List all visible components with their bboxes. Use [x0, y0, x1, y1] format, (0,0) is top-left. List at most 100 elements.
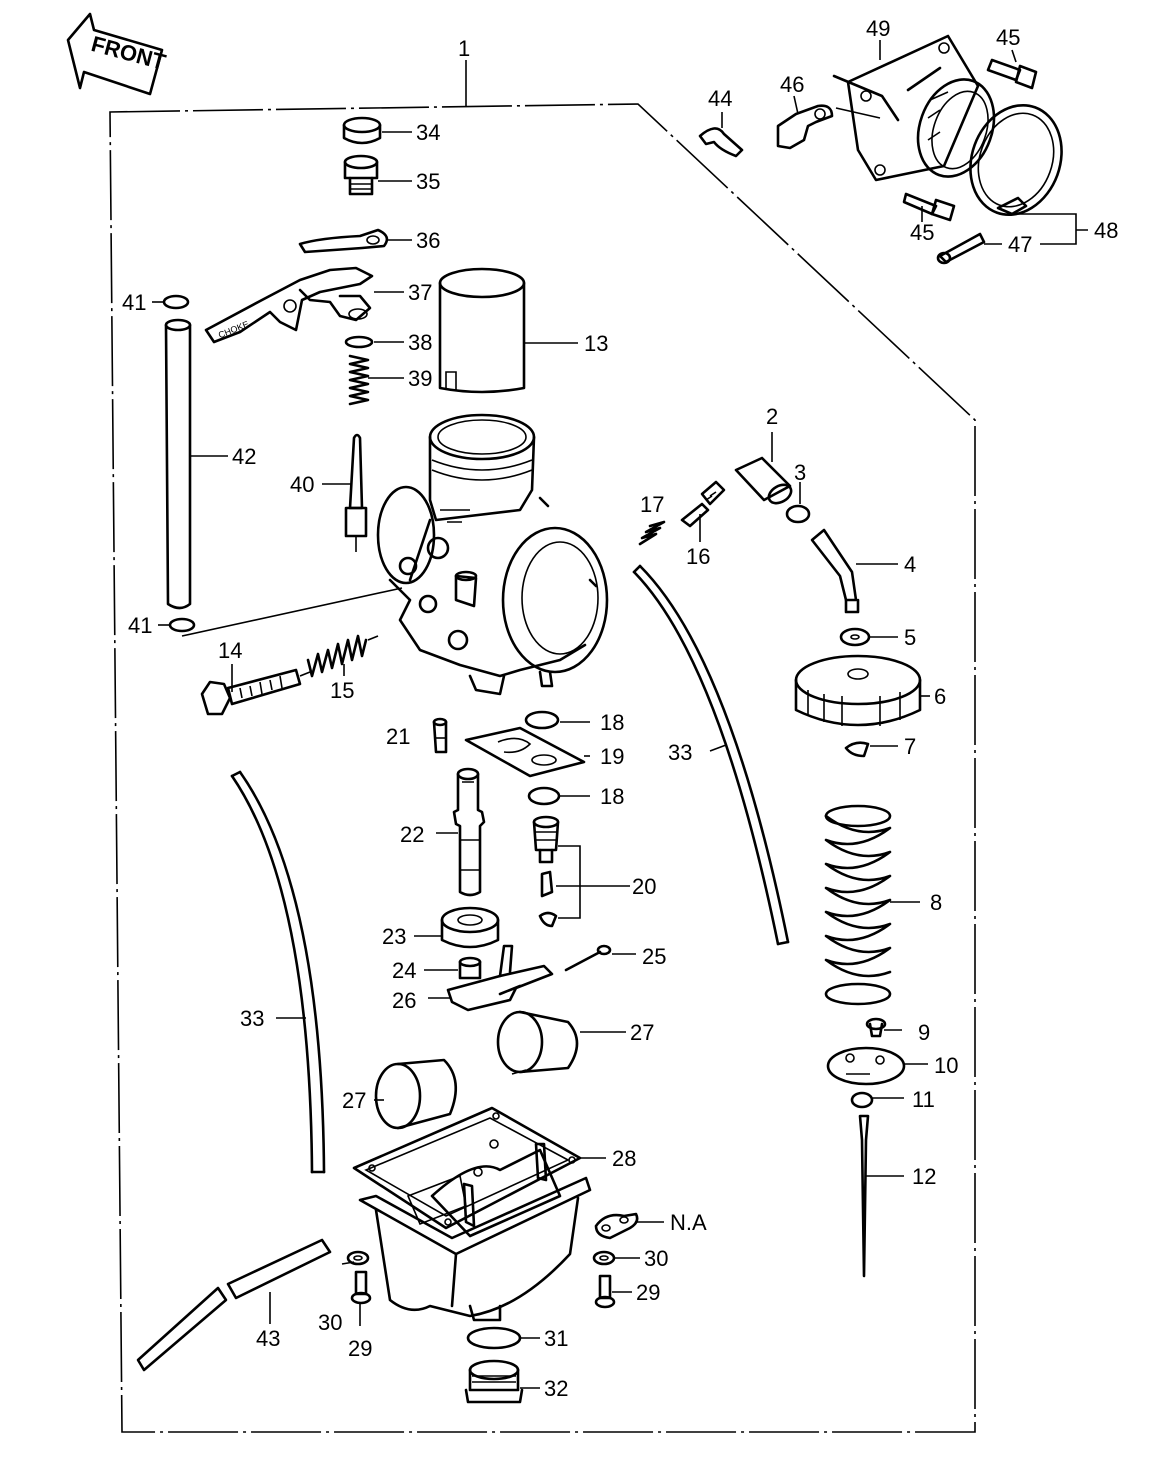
callout-44: 44: [708, 86, 732, 111]
callout-26: 26: [392, 988, 416, 1013]
part-11-nut: [850, 1091, 874, 1109]
assembly-number: 1: [458, 36, 470, 61]
assembly-outline: [109, 103, 976, 1433]
callout-24: 24: [392, 958, 416, 983]
part-29-screw-left: [350, 1270, 372, 1305]
callout-31: 31: [544, 1326, 568, 1351]
callout-39: 39: [408, 366, 432, 391]
callout-47: 47: [1008, 232, 1032, 257]
part-21-screw: [432, 717, 448, 754]
part-39-spring: [348, 354, 370, 406]
part-41-clip-top: [162, 294, 190, 310]
callout-38: 38: [408, 330, 432, 355]
callout-8: 8: [930, 890, 942, 915]
part-4-elbow: [810, 528, 860, 614]
callout-40: 40: [290, 472, 314, 497]
carburetor-body: [376, 413, 609, 696]
callout-35: 35: [416, 169, 440, 194]
callout-6: 6: [934, 684, 946, 709]
part-10-plate: [826, 1046, 906, 1086]
callout-na: N.A: [670, 1210, 707, 1235]
part-30-washer-left: [346, 1250, 370, 1266]
callout-15: 15: [330, 678, 354, 703]
callout-45-bottom: 45: [910, 220, 934, 245]
callout-3: 3: [794, 460, 806, 485]
part-7-clip: [844, 741, 870, 758]
part-26-float-arm: [446, 944, 554, 1012]
callout-42: 42: [232, 444, 256, 469]
callout-33-left: 33: [240, 1006, 264, 1031]
callout-48: 48: [1094, 218, 1118, 243]
part-25-pin: [564, 944, 612, 972]
callout-29-right: 29: [636, 1280, 660, 1305]
part-31-oring: [466, 1326, 522, 1350]
part-14-screw: [200, 668, 311, 716]
part-20-needle-valve: [532, 815, 560, 928]
part-32-drain-plug: [464, 1359, 524, 1404]
part-30-washer-right: [592, 1250, 616, 1266]
callout-37: 37: [408, 280, 432, 305]
part-5-washer: [839, 627, 871, 647]
callout-27-left: 27: [342, 1088, 366, 1113]
callout-28: 28: [612, 1146, 636, 1171]
part-43-hose: [136, 1238, 332, 1372]
part-49-intake-boot: [832, 34, 996, 182]
part-18-oring-bottom: [527, 786, 561, 806]
callout-18-bottom: 18: [600, 784, 624, 809]
part-24-jet: [458, 956, 482, 980]
callout-16: 16: [686, 544, 710, 569]
callout-36: 36: [416, 228, 440, 253]
callout-23: 23: [382, 924, 406, 949]
callout-45-top: 45: [996, 25, 1020, 50]
part-na-bracket: [594, 1212, 639, 1240]
part-48-clamp: [969, 103, 1063, 217]
part-44-clip: [698, 127, 744, 158]
callout-32: 32: [544, 1376, 568, 1401]
part-17-spring: [638, 520, 666, 546]
callout-33-right: 33: [668, 740, 692, 765]
callout-labels: 2 3 4 5 6 7 8 9 10 11 12 13 14 15 16 17 …: [122, 16, 1118, 1401]
callout-18-top: 18: [600, 710, 624, 735]
part-29-screw-right: [594, 1274, 616, 1309]
part-13-throttle-slide: [438, 267, 526, 394]
part-36-plate: [298, 228, 389, 254]
part-45-bolt-top: [986, 58, 1038, 90]
callout-22: 22: [400, 822, 424, 847]
float-bowl: [358, 1139, 592, 1322]
part-15-spring: [306, 634, 379, 678]
callout-29-left: 29: [348, 1336, 372, 1361]
callout-5: 5: [904, 625, 916, 650]
part-23-jet-holder: [440, 906, 500, 949]
callout-46: 46: [780, 72, 804, 97]
part-42-tube: [164, 318, 192, 610]
part-35-plug: [343, 154, 379, 196]
part-22-emulsion-tube: [452, 767, 486, 897]
part-6-cap: [794, 654, 922, 727]
part-27-float-right: [496, 1010, 579, 1075]
callout-30-left: 30: [318, 1310, 342, 1335]
front-label: FRONT: [89, 31, 169, 75]
callout-17: 17: [640, 492, 664, 517]
part-33-hose-right: [632, 564, 790, 946]
part-38-ring: [344, 335, 374, 349]
part-33-hose-left: [230, 770, 326, 1174]
callout-25: 25: [642, 944, 666, 969]
part-46-bracket: [776, 104, 834, 150]
part-41-clip-bottom: [168, 617, 196, 633]
part-37-choke-lever: CHOKE: [204, 266, 374, 344]
part-27-float-left: [374, 1058, 458, 1130]
part-16-screw: [680, 480, 726, 528]
callout-7: 7: [904, 734, 916, 759]
callout-10: 10: [934, 1053, 958, 1078]
callout-49: 49: [866, 16, 890, 41]
callout-21: 21: [386, 724, 410, 749]
callout-27-right: 27: [630, 1020, 654, 1045]
callout-20: 20: [632, 874, 656, 899]
callout-13: 13: [584, 331, 608, 356]
part-12-jet-needle: [858, 1114, 870, 1278]
part-19-gasket: [464, 726, 586, 778]
part-45-bolt-bottom: [902, 192, 956, 222]
callout-9: 9: [918, 1020, 930, 1045]
callout-4: 4: [904, 552, 916, 577]
